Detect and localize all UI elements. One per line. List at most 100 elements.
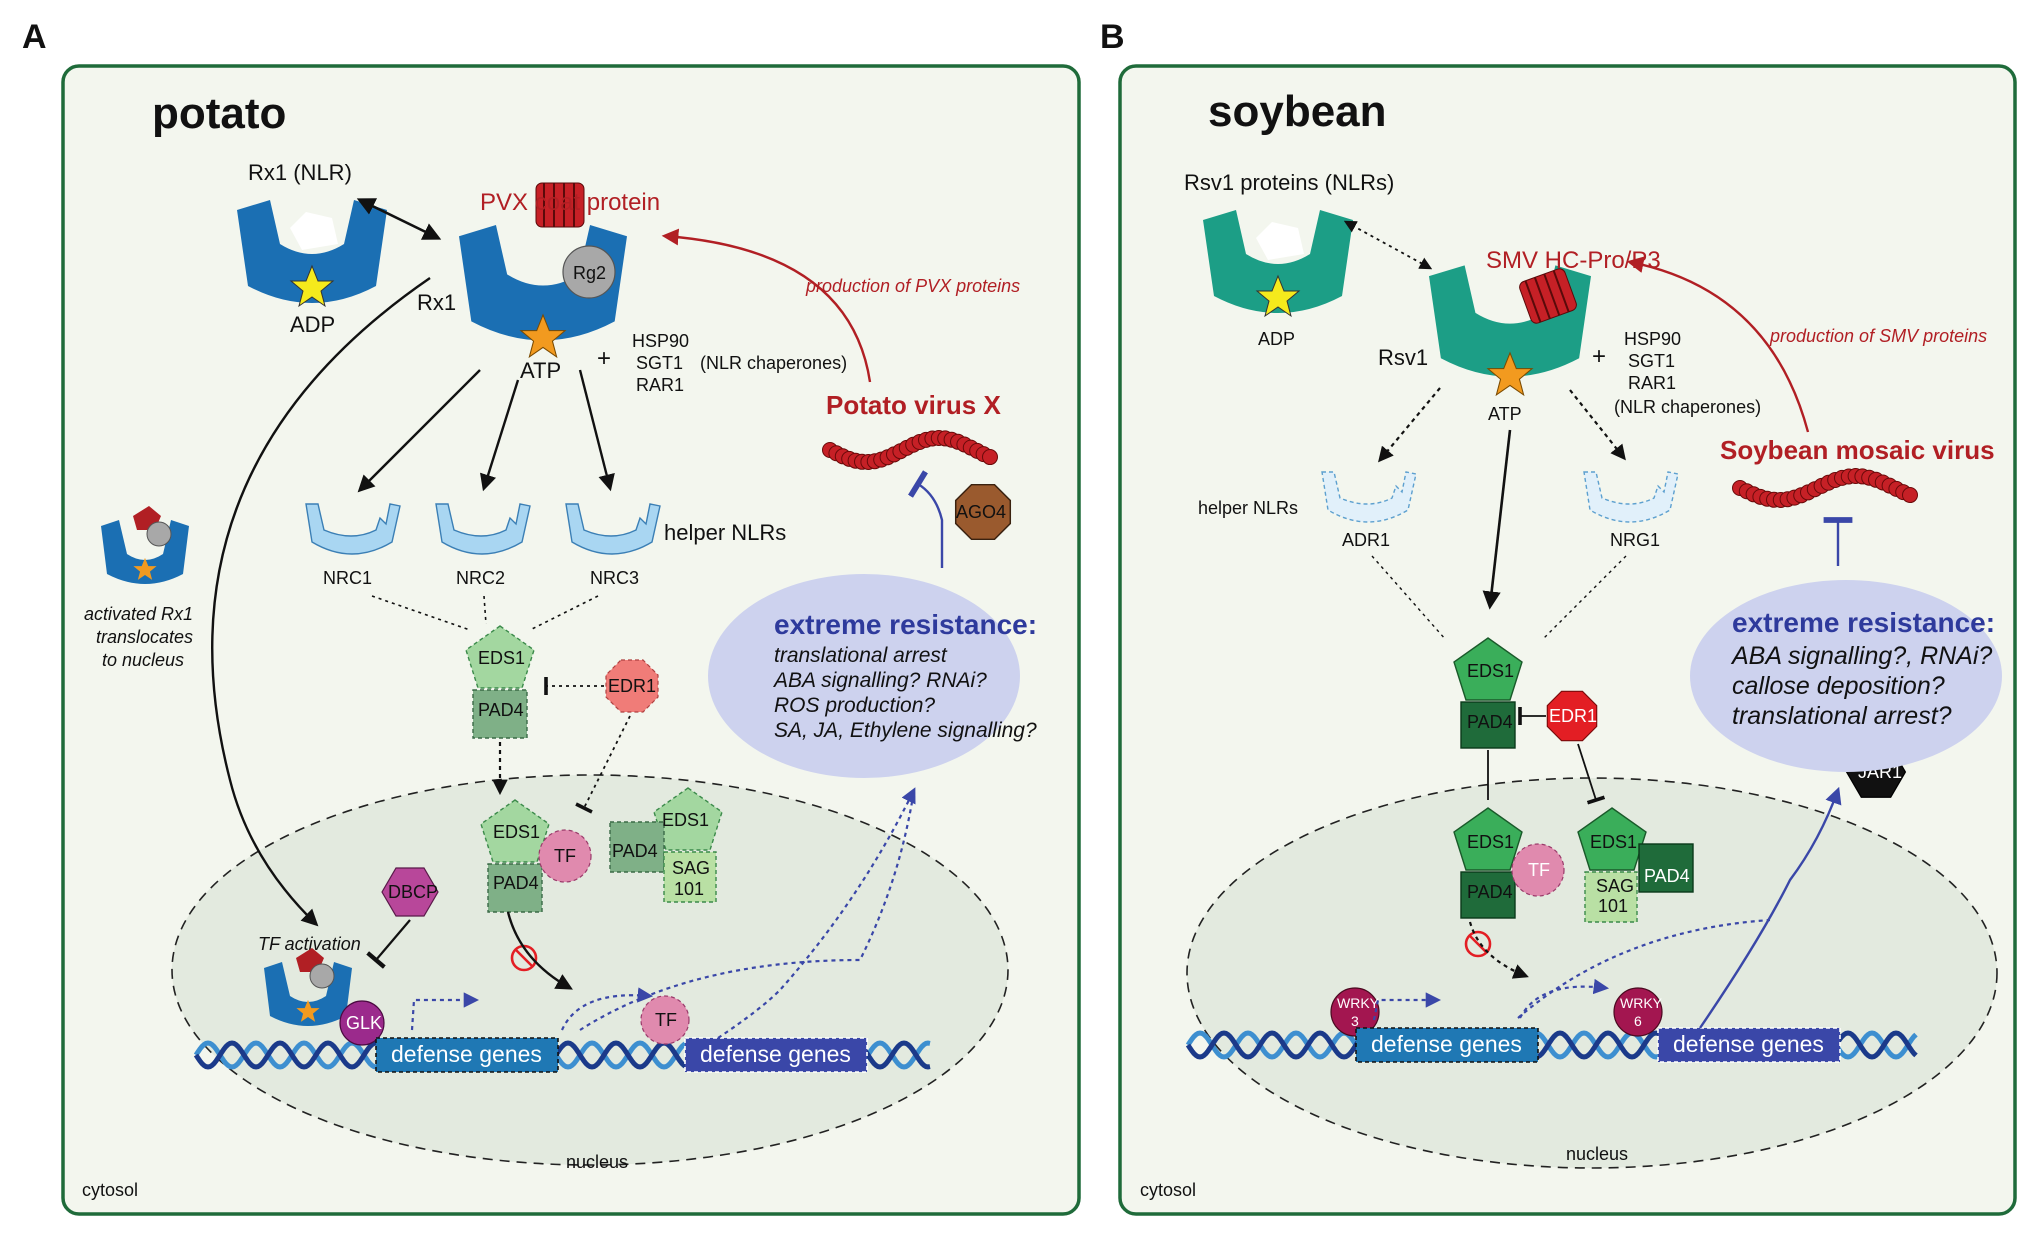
- helper-to-eds1-links-b: [1371, 555, 1627, 641]
- tf-label-b: TF: [1528, 860, 1550, 880]
- eds1-label-a3: EDS1: [662, 810, 709, 830]
- eds1-pad4-cytosol-b: [1453, 637, 1523, 749]
- dbcp-inhibits-glk: [366, 919, 411, 969]
- chaperone-plus-a: +: [597, 345, 611, 372]
- rx1-label: Rx1: [417, 290, 456, 315]
- defense-genes-box-b1: [1355, 1027, 1539, 1063]
- pad4-label-b1: PAD4: [1467, 712, 1513, 732]
- arrow-to-nrc2: [480, 379, 520, 492]
- chaperone-b-1: HSP90: [1624, 329, 1681, 349]
- chaperone-note-a: (NLR chaperones): [700, 353, 847, 373]
- tf-bound-b: [1511, 843, 1565, 897]
- er-inhibits-pvx: [908, 470, 944, 568]
- panel-a-organism: potato: [152, 89, 286, 138]
- arrow-to-nrg1: [1569, 389, 1626, 461]
- chaperone-note-b: (NLR chaperones): [1614, 397, 1761, 417]
- pvx-virion: [822, 430, 998, 470]
- rx1-inactive: [237, 200, 387, 307]
- eds1-pad4-tf-nucleus-b: [1453, 807, 1523, 919]
- dbcp-label: DBCP: [388, 882, 438, 902]
- eds1-sag101-pad4-b: [1577, 807, 1694, 923]
- glk-label: GLK: [346, 1013, 382, 1033]
- chaperone-b-3: RAR1: [1628, 373, 1676, 393]
- rx1-nlr-label: Rx1 (NLR): [248, 160, 352, 185]
- prohibited-sign-b: [1464, 930, 1492, 958]
- smv-effector-label: SMV HC-Pro/P3: [1486, 247, 1661, 274]
- tf-label-a2: TF: [655, 1010, 677, 1030]
- adp-label-a: ADP: [290, 312, 335, 337]
- pad4-label-b3: PAD4: [1644, 866, 1690, 886]
- wrky6-label-1: WRKY: [1620, 995, 1663, 1011]
- rg2-protein: [562, 245, 616, 299]
- helper-to-eds1-links: [371, 595, 599, 631]
- er-title-a: extreme resistance:: [774, 609, 1037, 640]
- pad4-label-b2: PAD4: [1467, 882, 1513, 902]
- pvx-coat-protein: [535, 182, 585, 228]
- er-line-a-4: SA, JA, Ethylene signalling?: [774, 719, 1037, 742]
- eds1-to-tf-arrow-a: [506, 911, 573, 990]
- adr1-label: ADR1: [1342, 530, 1390, 550]
- virion-bead: [982, 449, 998, 466]
- arrow-to-eds1-b: [1482, 429, 1512, 610]
- eds1-label-b1: EDS1: [1467, 661, 1514, 681]
- pad4-label-a1: PAD4: [478, 700, 524, 720]
- sag101-label-a-1: SAG: [672, 858, 710, 878]
- er-line-b-3: translational arrest?: [1732, 702, 1952, 730]
- eds1-pad4-cytosol: [465, 625, 535, 739]
- nrg1-label: NRG1: [1610, 530, 1660, 550]
- tf-activation-label: TF activation: [258, 934, 361, 954]
- edr1-label-a: EDR1: [608, 676, 656, 696]
- panel-b-letter: B: [1100, 18, 1125, 56]
- eds1-label-b2: EDS1: [1467, 832, 1514, 852]
- defense-to-er-arc-a: [579, 789, 916, 1031]
- chaperone-a-2: SGT1: [636, 353, 683, 373]
- er-line-b-2: callose deposition?: [1732, 672, 1945, 700]
- nrc1-label: NRC1: [323, 568, 372, 588]
- translocation-text-3: to nucleus: [102, 650, 184, 670]
- rsv1-inactive: [1203, 210, 1353, 317]
- soybean-mosaic-virus-label: Soybean mosaic virus: [1720, 435, 1995, 465]
- translocation-text-2: translocates: [96, 627, 193, 647]
- tf-bound-a: [538, 829, 592, 883]
- nrc3-label: NRC3: [590, 568, 639, 588]
- rx1-equilibrium-arrow: [356, 198, 442, 240]
- panel-b-organism: soybean: [1208, 87, 1387, 136]
- chaperone-b-2: SGT1: [1628, 351, 1675, 371]
- defense-genes-label-a1: defense genes: [391, 1041, 542, 1067]
- defense-to-er-arc-b: [1517, 918, 1771, 1019]
- virion-bead: [1902, 487, 1918, 504]
- glk-activation-arrow: [410, 992, 480, 1031]
- chaperone-a-1: HSP90: [632, 331, 689, 351]
- er-line-b-1: ABA signalling?, RNAi?: [1730, 642, 1992, 670]
- eds1-pad4-tf-nucleus-a: [480, 799, 550, 913]
- nucleus-label-b: nucleus: [1566, 1144, 1628, 1164]
- helper-nlrs-label-a: helper NLRs: [664, 520, 786, 545]
- ago4-label: AGO4: [956, 502, 1006, 522]
- wrky3-factor: [1330, 987, 1380, 1037]
- sag101-label-b-1: SAG: [1596, 876, 1634, 896]
- cytosol-label-b: cytosol: [1140, 1180, 1196, 1200]
- defense-to-er-arrow-b: [1699, 786, 1842, 1029]
- defense-genes-box-a1: [375, 1037, 559, 1073]
- sag101-label-a-2: 101: [674, 879, 704, 899]
- pvx-production-arrow: [661, 228, 872, 383]
- arrow-to-nrc1: [357, 369, 481, 493]
- er-line-a-3: ROS production?: [774, 694, 935, 717]
- eds1-label-a2: EDS1: [493, 822, 540, 842]
- glk-factor: [339, 1000, 385, 1046]
- potato-virus-x-label: Potato virus X: [826, 390, 1001, 420]
- er-line-a-1: translational arrest: [774, 644, 948, 667]
- edr1-inhibits-nucleus-b: [1577, 743, 1606, 805]
- eds1-label-b3: EDS1: [1590, 832, 1637, 852]
- cytosol-label-a: cytosol: [82, 1180, 138, 1200]
- er-line-a-2: ABA signalling? RNAi?: [772, 669, 987, 692]
- pad4-label-a2: PAD4: [493, 873, 539, 893]
- defense-genes-label-a2: defense genes: [700, 1041, 851, 1067]
- tf-recruit-arrow-a: [560, 987, 654, 1031]
- smv-effector: [1519, 268, 1577, 324]
- wrky6-label-2: 6: [1634, 1013, 1642, 1029]
- panel-a-letter: A: [22, 18, 47, 56]
- rsv1-label: Rsv1: [1378, 345, 1428, 370]
- wrky3-label-2: 3: [1351, 1013, 1359, 1029]
- smv-virion: [1732, 468, 1918, 508]
